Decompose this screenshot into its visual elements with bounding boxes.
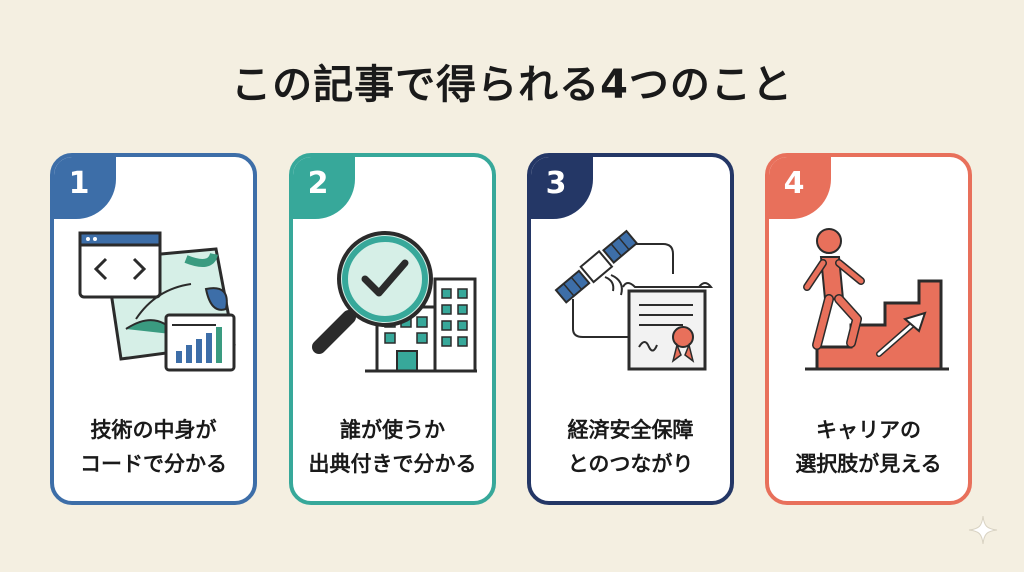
person-stairs-icon: [803, 228, 949, 371]
card-1: 1 技術の中身が コードで分かる: [50, 153, 257, 505]
page-title: この記事で得られる4つのこと: [231, 62, 793, 108]
magnifier-building-icon: [312, 231, 477, 373]
card-label: 誰が使うか 出典付きで分かる: [308, 418, 477, 476]
card-2: 2 誰が使うか 出典付きで分かる: [289, 153, 496, 505]
card-label: 経済安全保障 とのつながり: [567, 418, 694, 476]
card-number-badge: 1: [54, 157, 116, 219]
card-label: キャリアの 選択肢が見える: [795, 418, 942, 476]
code-map-chart-icon: [78, 231, 236, 372]
sparkle-icon: [968, 515, 998, 545]
card-number-badge: 2: [293, 157, 355, 219]
card-number-badge: 3: [531, 157, 593, 219]
card-label: 技術の中身が コードで分かる: [80, 418, 227, 476]
satellite-document-icon: [554, 229, 714, 371]
card-3: 3 経済安全保障 とのつながり: [527, 153, 734, 505]
card-number-badge: 4: [769, 157, 831, 219]
card-4: 4 キャリアの 選択肢が見える: [765, 153, 972, 505]
